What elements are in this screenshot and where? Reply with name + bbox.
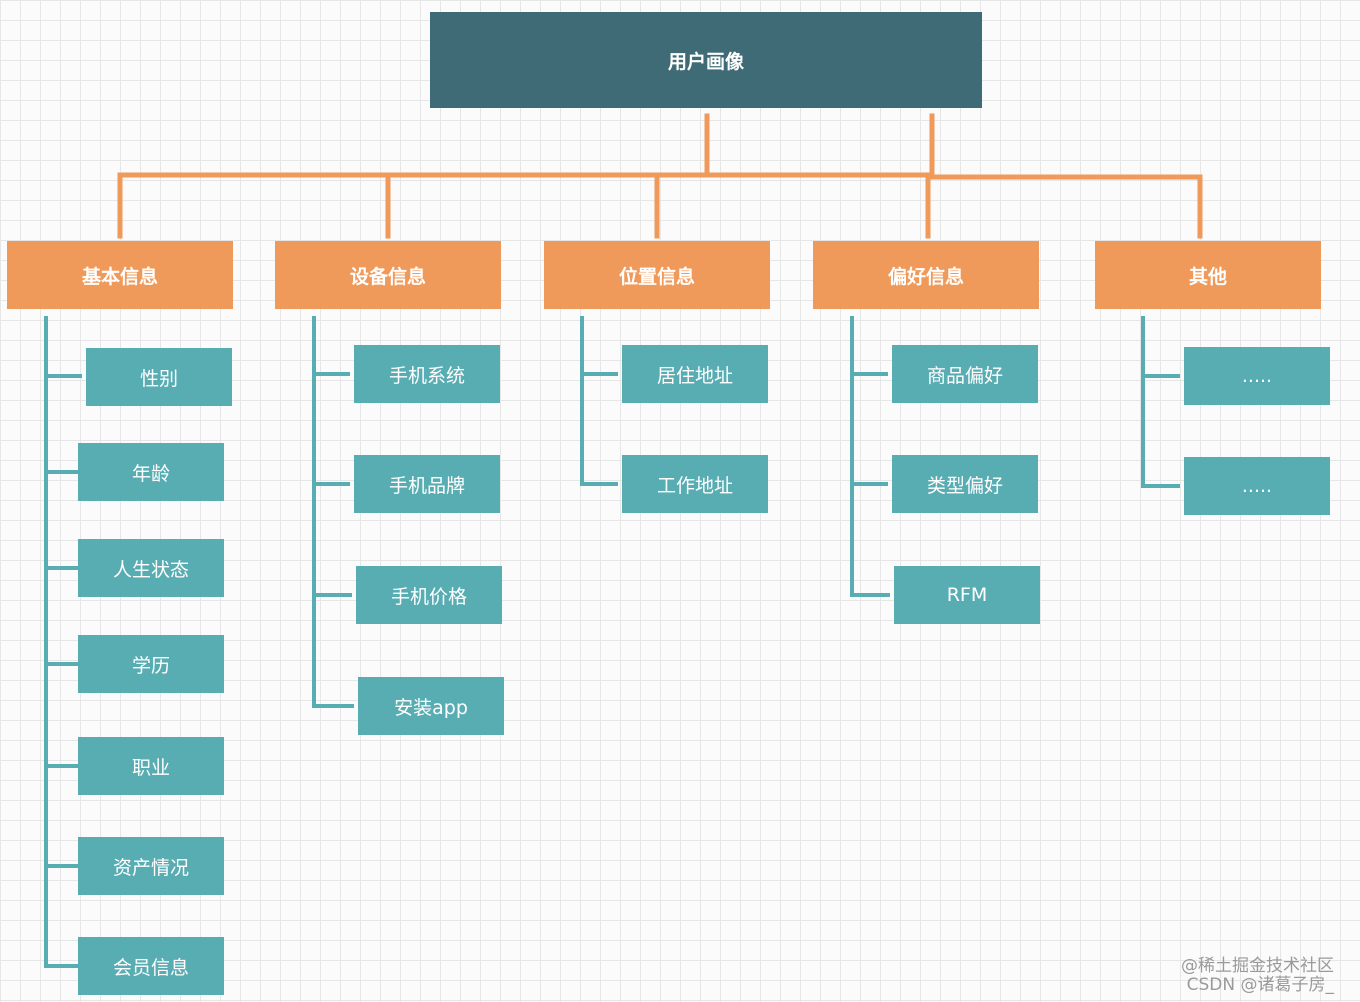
leaf-node-phone-os: 手机系统 — [354, 345, 500, 403]
category-label: 位置信息 — [618, 265, 695, 288]
leaf-node-assets: 资产情况 — [78, 837, 224, 895]
leaf-node-product-preference: 商品偏好 — [892, 345, 1038, 403]
leaf-node-occupation: 职业 — [78, 737, 224, 795]
leaf-label: 类型偏好 — [926, 474, 1003, 497]
category-label: 其他 — [1188, 265, 1227, 288]
leaf-label: 年龄 — [131, 462, 170, 485]
leaf-node-rfm: RFM — [894, 566, 1040, 624]
leaf-label: 手机系统 — [388, 364, 465, 387]
leaf-label: 人生状态 — [112, 558, 189, 581]
leaf-node-phone-price: 手机价格 — [356, 566, 502, 624]
leaf-node-education: 学历 — [78, 635, 224, 693]
leaf-label: 职业 — [131, 756, 170, 779]
root-label: 用户画像 — [667, 50, 744, 73]
leaf-node-type-preference: 类型偏好 — [892, 455, 1038, 513]
leaf-label: 居住地址 — [656, 364, 733, 387]
leaf-label: ..... — [1241, 365, 1273, 387]
category-label: 偏好信息 — [887, 265, 964, 288]
leaf-label: 资产情况 — [112, 856, 189, 879]
leaf-label: 商品偏好 — [926, 364, 1003, 387]
category-label: 基本信息 — [81, 265, 158, 288]
leaf-node-work-address: 工作地址 — [622, 455, 768, 513]
leaf-node-home-address: 居住地址 — [622, 345, 768, 403]
leaf-node-other-1: ..... — [1184, 347, 1330, 405]
watermark-line-1: @稀土掘金技术社区 — [1181, 956, 1334, 976]
spine-basic — [44, 316, 78, 968]
category-node-device: 设备信息 — [275, 241, 501, 309]
leaf-label: 安装app — [394, 696, 468, 719]
leaf-label: 手机价格 — [390, 585, 467, 608]
category-node-other: 其他 — [1095, 241, 1321, 309]
category-node-preference: 偏好信息 — [813, 241, 1039, 309]
category-label: 设备信息 — [349, 265, 426, 288]
leaf-label: RFM — [946, 584, 988, 606]
spine-device — [312, 316, 354, 708]
leaf-node-gender: 性别 — [86, 348, 232, 406]
leaf-label: 会员信息 — [112, 956, 189, 979]
leaf-label: 手机品牌 — [388, 474, 465, 497]
leaf-node-installed-apps: 安装app — [358, 677, 504, 735]
spine-other — [1141, 316, 1180, 488]
category-node-basic: 基本信息 — [7, 241, 233, 309]
leaf-label: 工作地址 — [656, 474, 733, 497]
leaf-label: 性别 — [139, 367, 178, 390]
watermark-line-2: CSDN @诸葛子房_ — [1186, 975, 1334, 995]
spine-preference — [850, 316, 890, 597]
leaf-node-other-2: ..... — [1184, 457, 1330, 515]
leaf-label: 学历 — [131, 654, 170, 677]
leaf-node-life-status: 人生状态 — [78, 539, 224, 597]
category-node-location: 位置信息 — [544, 241, 770, 309]
leaf-node-membership: 会员信息 — [78, 937, 224, 995]
spine-location — [580, 316, 618, 486]
leaf-label: ..... — [1241, 475, 1273, 497]
leaf-node-phone-brand: 手机品牌 — [354, 455, 500, 513]
root-node: 用户画像 — [430, 12, 982, 108]
leaf-node-age: 年龄 — [78, 443, 224, 501]
